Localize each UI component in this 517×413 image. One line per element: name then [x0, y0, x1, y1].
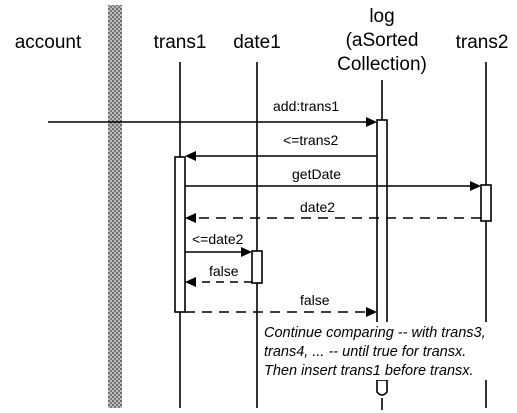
participant-account: account [15, 32, 82, 53]
message-false-1-label: false [209, 263, 239, 279]
message-add-label: add:trans1 [273, 98, 339, 114]
log-lifeline-end [376, 380, 388, 410]
message-add-arrowhead [366, 117, 377, 127]
participant-trans2: trans2 [456, 32, 509, 53]
message-false-1-arrowhead [185, 277, 196, 287]
message-false-2-arrowhead [366, 307, 377, 317]
participant-log-line3: Collection) [337, 54, 427, 75]
participant-trans1: trans1 [154, 32, 207, 53]
message-false-2-label: false [300, 292, 330, 308]
activation-trans2 [480, 184, 492, 222]
note-line-1: Continue comparing -- with trans3, [264, 325, 486, 341]
note-line-3: Then insert trans1 before transx. [264, 363, 474, 379]
message-lte-trans2-label: <=trans2 [283, 132, 338, 148]
message-lte-date2-arrowhead [241, 247, 252, 257]
participant-date1: date1 [233, 32, 281, 53]
message-getdate-label: getDate [292, 166, 341, 182]
message-lte-trans2-arrowhead [185, 151, 196, 161]
participant-log-line2: (aSorted [346, 30, 419, 51]
note-line-2: trans4, ... -- until true for transx. [264, 344, 466, 360]
system-boundary-bar [108, 5, 122, 408]
message-getdate-arrowhead [470, 181, 481, 191]
participant-log-line1: log [369, 6, 394, 27]
activation-date1 [251, 250, 263, 284]
message-lte-date2-label: <=date2 [192, 231, 244, 247]
message-date2-arrowhead [185, 213, 196, 223]
note-background [262, 322, 516, 380]
message-date2-label: date2 [300, 199, 335, 215]
activation-trans1 [174, 156, 186, 313]
